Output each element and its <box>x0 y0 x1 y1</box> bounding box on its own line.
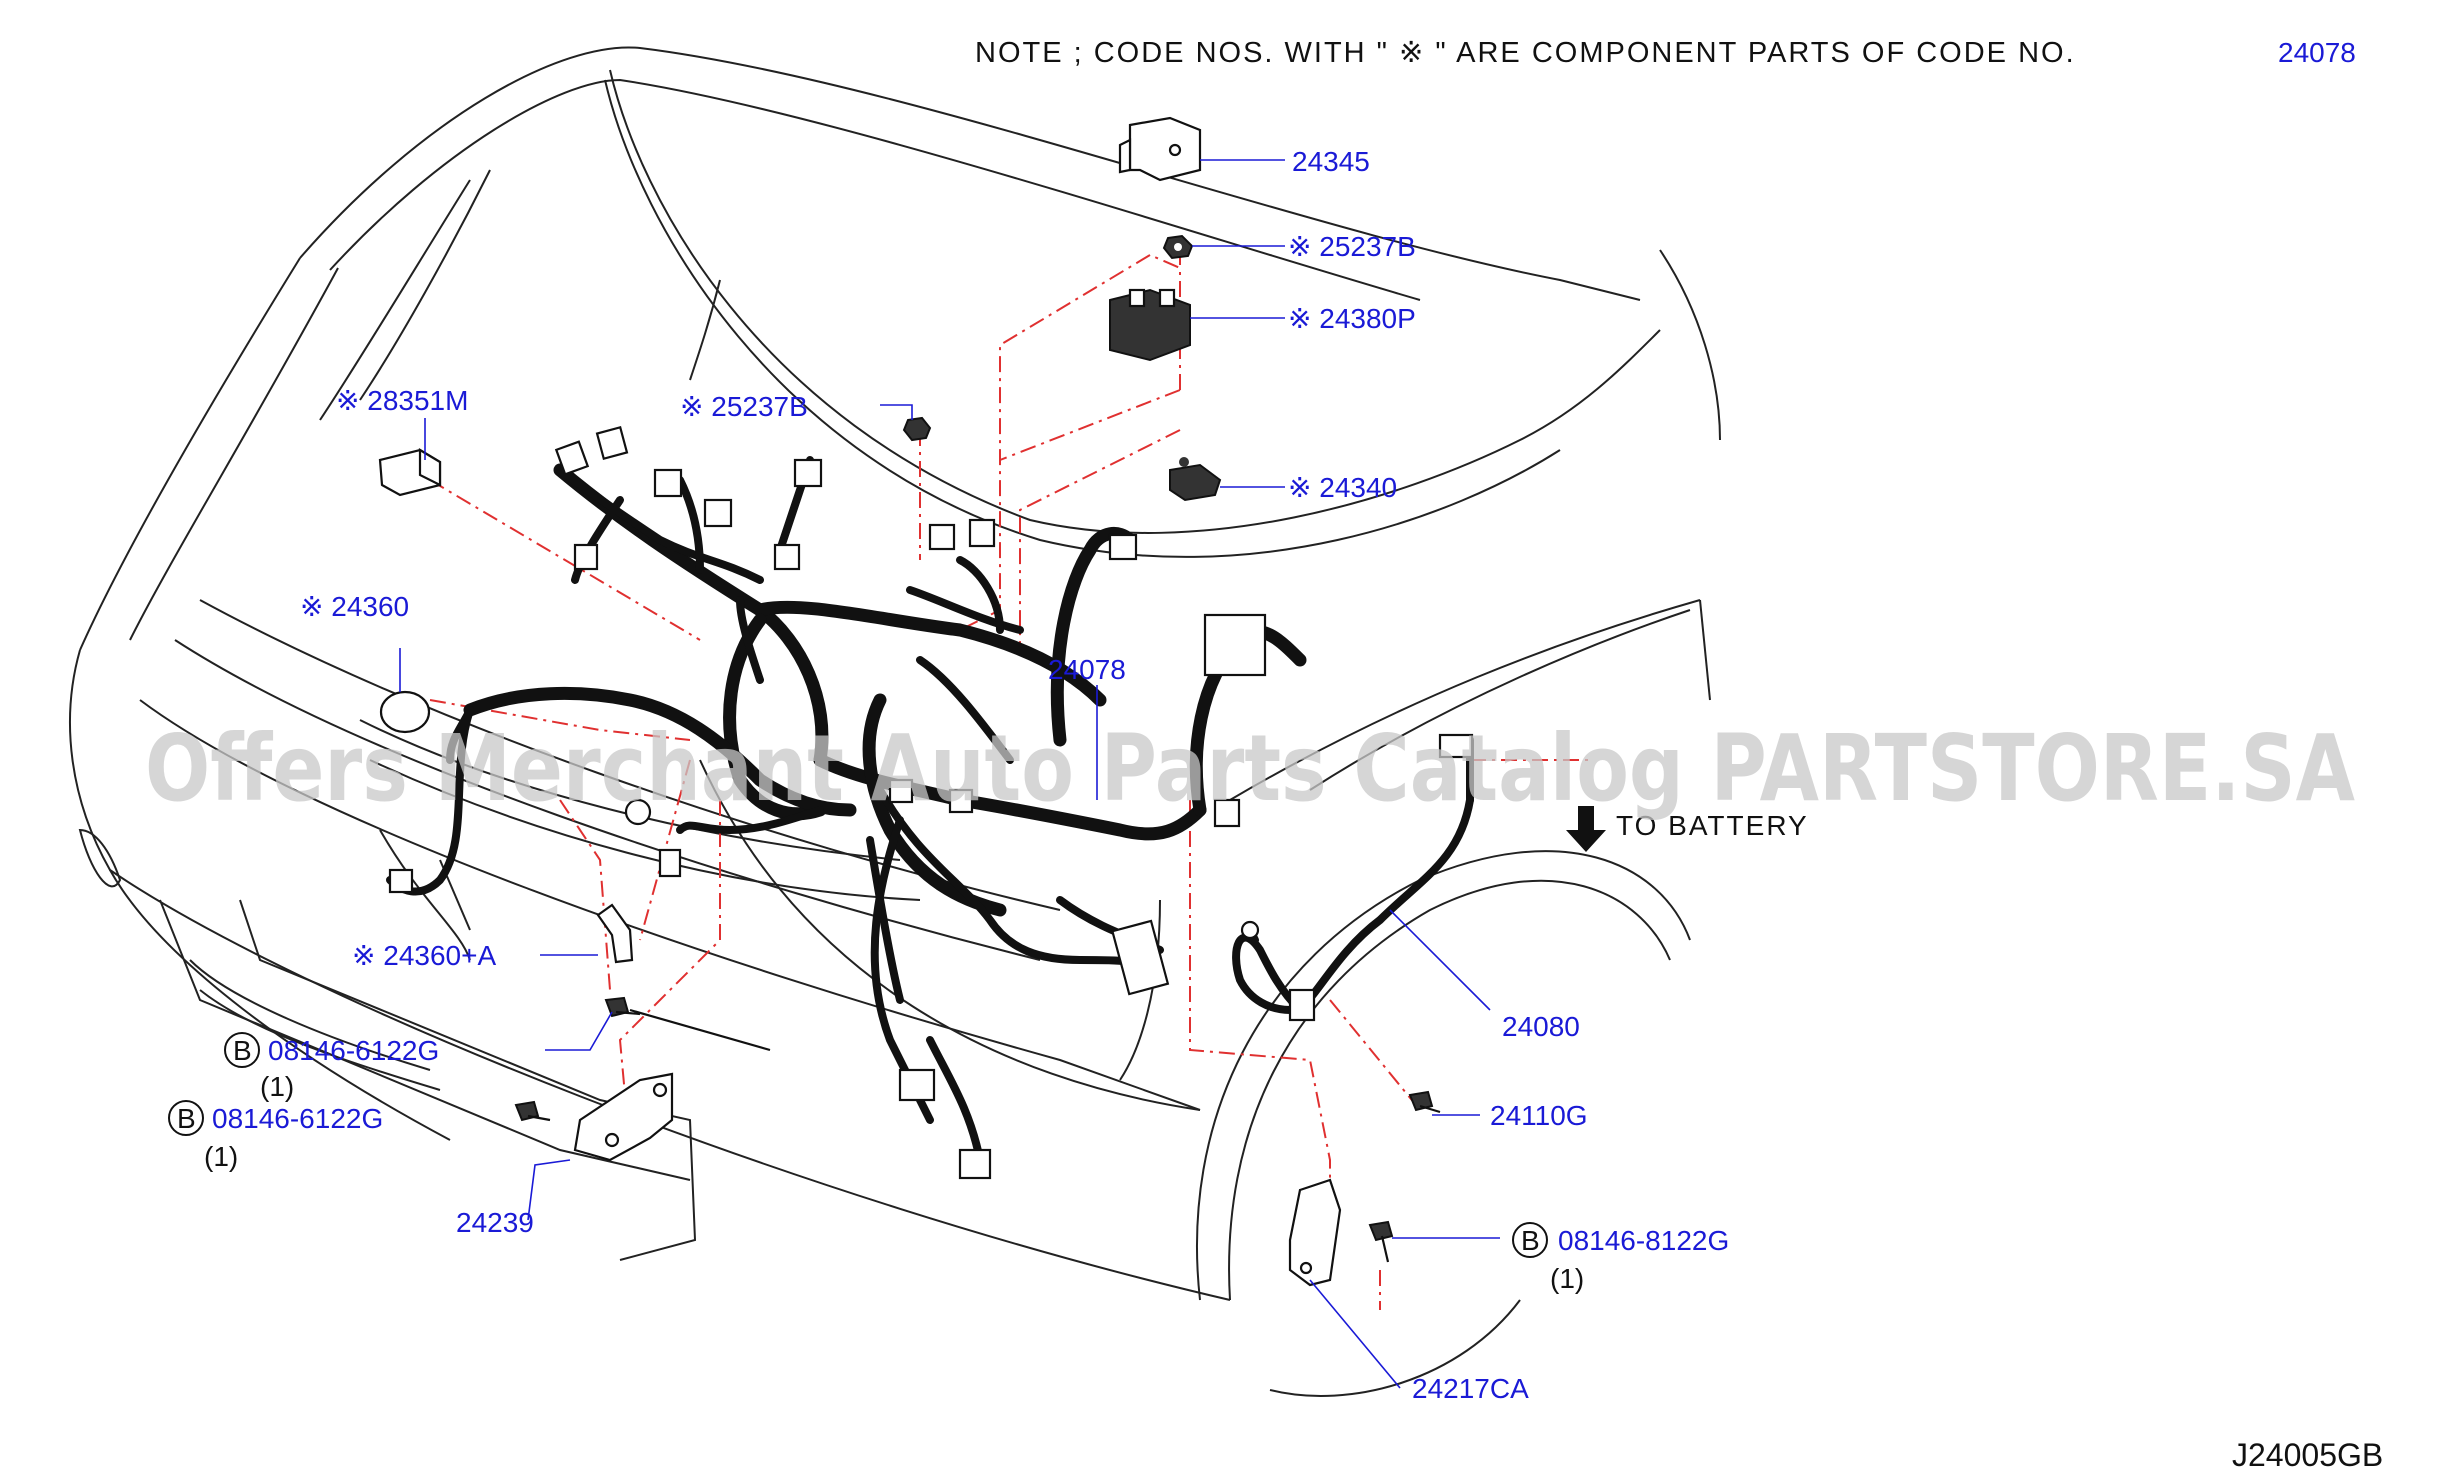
watermark-text: Offers Merchant Auto Parts Catalog PARTS… <box>145 715 2355 822</box>
part-08146-6122g-b-qty: (1) <box>204 1141 238 1172</box>
bolt-marker-b: B <box>233 1035 252 1066</box>
part-08146-8122g[interactable]: 08146-8122G <box>1558 1225 1729 1256</box>
to-battery-label: TO BATTERY <box>1616 810 1809 841</box>
bolt-marker-b: B <box>177 1103 196 1134</box>
part-24340[interactable]: ※ 24340 <box>1288 472 1397 503</box>
down-arrow-icon <box>1566 806 1606 852</box>
bolt-marker-b: B <box>1521 1225 1540 1256</box>
main-harness-24078 <box>386 456 1474 1164</box>
diagram-id: J24005GB <box>2232 1437 2383 1473</box>
part-08146-8122g-qty: (1) <box>1550 1263 1584 1294</box>
part-24239[interactable]: 24239 <box>456 1207 534 1238</box>
bolt-callout-08146-8122g[interactable]: B 08146-8122G (1) <box>1512 1222 1729 1294</box>
part-08146-6122g-b[interactable]: 08146-6122G <box>212 1103 383 1134</box>
bolt-callout-08146-6122g-a[interactable]: B 08146-6122G (1) <box>224 1032 439 1102</box>
bolt-callout-08146-6122g-b[interactable]: B 08146-6122G (1) <box>168 1100 383 1172</box>
part-08146-6122g-a-qty: (1) <box>260 1071 294 1102</box>
note-code-number[interactable]: 24078 <box>2278 37 2356 68</box>
part-24080[interactable]: 24080 <box>1502 1011 1580 1042</box>
part-08146-6122g-a[interactable]: 08146-6122G <box>268 1035 439 1066</box>
part-24345[interactable]: 24345 <box>1292 146 1370 177</box>
part-24078[interactable]: 24078 <box>1048 654 1126 685</box>
components <box>378 116 1474 1287</box>
part-25237b-left[interactable]: ※ 25237B <box>680 391 808 422</box>
note-text: NOTE ; CODE NOS. WITH " ※ " ARE COMPONEN… <box>975 37 2076 69</box>
car-body-outline <box>69 46 1721 1397</box>
part-25237b-top[interactable]: ※ 25237B <box>1288 231 1416 262</box>
part-24360[interactable]: ※ 24360 <box>300 591 409 622</box>
part-24360a[interactable]: ※ 24360+A <box>352 940 496 971</box>
part-24217ca[interactable]: 24217CA <box>1412 1373 1529 1404</box>
part-28351m[interactable]: ※ 28351M <box>336 385 468 416</box>
to-battery-indicator: TO BATTERY <box>1566 806 1809 852</box>
leader-lines <box>399 159 1500 1389</box>
part-24380p[interactable]: ※ 24380P <box>1288 303 1416 334</box>
part-24110g[interactable]: 24110G <box>1490 1100 1588 1131</box>
